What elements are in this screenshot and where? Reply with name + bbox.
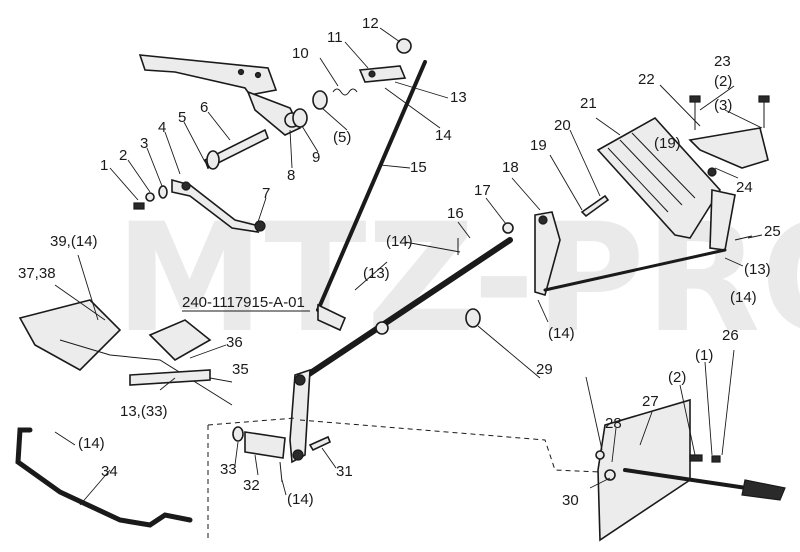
arm-18 xyxy=(534,211,561,297)
callout-1-ref: (1) xyxy=(695,347,713,364)
link-rod xyxy=(543,248,727,292)
callout-12: 12 xyxy=(362,15,379,32)
shaft-16 xyxy=(297,237,513,383)
callout-14-ref-center: (14) xyxy=(548,325,575,342)
callout-20: 20 xyxy=(554,117,571,134)
callout-2-ref-bottom: (2) xyxy=(668,369,686,386)
callout-34: 34 xyxy=(101,463,118,480)
callout-25: 25 xyxy=(764,223,781,240)
callout-13-ref-mid: (13) xyxy=(363,265,390,282)
clevis-32 xyxy=(244,431,286,459)
callout-23: 23 xyxy=(714,53,731,70)
callout-2: 2 xyxy=(119,147,127,164)
dashed-link-right xyxy=(299,419,601,473)
callout-37-38: 37,38 xyxy=(18,265,56,282)
callout-35: 35 xyxy=(232,361,249,378)
callout-labels: 1 2 3 4 5 6 7 8 9 (5) 10 11 12 13 14 15 … xyxy=(18,15,781,509)
pedal-lever-assembly xyxy=(133,128,270,234)
callout-14-ref-left: (14) xyxy=(78,435,105,452)
rod-34 xyxy=(15,427,193,528)
callout-13: 13 xyxy=(450,89,467,106)
callout-39-14: 39,(14) xyxy=(50,233,98,250)
callout-3: 3 xyxy=(140,135,148,152)
callout-13-ref-right: (13) xyxy=(744,261,771,278)
callout-14-ref-mid: (14) xyxy=(386,233,413,250)
callout-19-ref: (19) xyxy=(654,135,681,152)
callout-13-33: 13,(33) xyxy=(120,403,168,420)
foot-pedal-21 xyxy=(596,116,736,251)
callout-22: 22 xyxy=(638,71,655,88)
callout-9: 9 xyxy=(312,149,320,166)
callout-33: 33 xyxy=(220,461,237,478)
bolt-20 xyxy=(580,194,610,218)
callout-6: 6 xyxy=(200,99,208,116)
pin-31 xyxy=(308,435,332,452)
callout-14-ref-bottom: (14) xyxy=(287,491,314,508)
callout-36: 36 xyxy=(226,334,243,351)
spring-10 xyxy=(332,88,358,96)
lever-11 xyxy=(358,65,407,83)
callout-5-ref: (5) xyxy=(333,129,351,146)
callout-11: 11 xyxy=(327,29,343,46)
callout-10: 10 xyxy=(292,45,309,62)
callout-16: 16 xyxy=(447,205,464,222)
mount-plate xyxy=(18,299,122,371)
callout-7: 7 xyxy=(262,185,270,202)
callout-4: 4 xyxy=(158,119,166,136)
leader-lines xyxy=(54,27,763,506)
callout-24: 24 xyxy=(736,179,753,196)
cable-knob xyxy=(741,479,786,501)
callout-14: 14 xyxy=(435,127,452,144)
callout-8: 8 xyxy=(287,167,295,184)
callout-26: 26 xyxy=(722,327,739,344)
callout-5: 5 xyxy=(178,109,186,126)
washer-33 xyxy=(232,426,244,442)
callout-18: 18 xyxy=(502,159,519,176)
callout-17: 17 xyxy=(474,182,491,199)
callout-1: 1 xyxy=(100,157,108,174)
callout-28: 28 xyxy=(605,415,622,432)
callout-30: 30 xyxy=(562,492,579,509)
callout-15: 15 xyxy=(410,159,427,176)
plate-27 xyxy=(597,398,691,542)
callout-2-ref-top: (2) xyxy=(714,73,732,90)
cable-28 xyxy=(623,468,762,492)
callout-21: 21 xyxy=(580,95,597,112)
callout-29: 29 xyxy=(536,361,553,378)
callout-27: 27 xyxy=(642,393,659,410)
callout-32: 32 xyxy=(243,477,260,494)
rod-15 xyxy=(316,60,427,312)
callout-14-ref-right: (14) xyxy=(730,289,757,306)
washer-9 xyxy=(292,108,308,128)
reference-label: 240-1117915-A-01 xyxy=(182,294,305,311)
callout-31: 31 xyxy=(336,463,353,480)
nut-12 xyxy=(396,38,412,54)
callout-19: 19 xyxy=(530,137,547,154)
washer-29 xyxy=(465,308,481,328)
bushing-17 xyxy=(502,222,514,234)
callout-3-ref-top: (3) xyxy=(714,97,732,114)
washer-5 xyxy=(312,90,328,110)
bracket-22 xyxy=(688,127,769,169)
